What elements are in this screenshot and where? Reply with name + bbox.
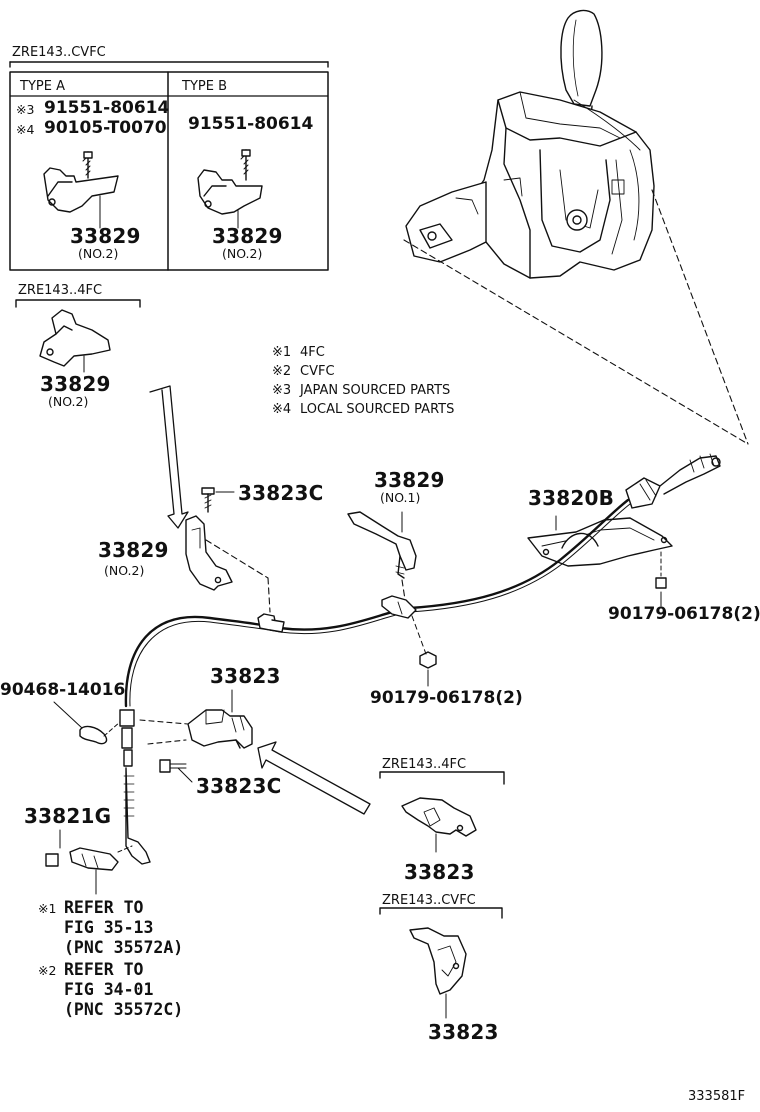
bracket-33829-type-b-drawing — [197, 149, 263, 229]
part-33829-no2-sub: (NO.2) — [104, 563, 145, 578]
part-33829-type-b-sub: (NO.2) — [222, 246, 263, 261]
note-4-mark: ※4 — [272, 402, 292, 417]
note-2-text: CVFC — [300, 364, 335, 379]
note-3-text: JAPAN SOURCED PARTS — [300, 383, 451, 398]
note-1-mark: ※1 — [272, 345, 292, 360]
part-90179-06178-center: 90179-06178(2) — [370, 688, 523, 708]
note-mark-4: ※4 — [16, 122, 35, 137]
ref-2-line2: FIG 34-01 — [64, 980, 154, 999]
ref-1-line2: FIG 35-13 — [64, 918, 154, 937]
type-b-label: TYPE B — [182, 79, 227, 94]
part-33829-4fc-sub: (NO.2) — [48, 394, 89, 409]
part-33829-type-a: 33829 — [70, 224, 141, 248]
part-33821g: 33821G — [24, 804, 112, 828]
part-33823c-lower: 33823C — [196, 774, 282, 798]
part-91551-80614-b: 91551-80614 — [188, 114, 314, 134]
figure-code: 333581F — [688, 1089, 746, 1104]
shift-plate-33820b-drawing — [527, 515, 673, 607]
bracket-33823-drawing — [139, 689, 253, 783]
part-33820b: 33820B — [528, 486, 615, 510]
part-33829-no2: 33829 — [98, 538, 169, 562]
part-33829-type-a-sub: (NO.2) — [78, 246, 119, 261]
part-91551-80614-a: 91551-80614 — [44, 98, 170, 118]
part-33823c-upper: 33823C — [238, 481, 324, 505]
variant-4fc-part: 33823 — [404, 860, 475, 884]
type-a-label: TYPE A — [20, 79, 65, 94]
part-90179-06178-right: 90179-06178(2) — [608, 604, 760, 624]
shift-cable-drawing — [45, 453, 721, 895]
variant-4fc-drawing — [379, 771, 505, 853]
ref-2-line3: (PNC 35572C) — [64, 1000, 184, 1019]
variant-4fc-title: ZRE143..4FC — [382, 757, 467, 772]
bracket-33829-4fc-drawing — [39, 309, 111, 373]
bracket-33829-no2-drawing — [185, 487, 235, 591]
part-33829-4fc: 33829 — [40, 372, 111, 396]
shifter-dashed-guides — [403, 189, 749, 445]
part-33829-no1-sub: (NO.1) — [380, 490, 421, 505]
part-90468-14016: 90468-14016 — [0, 680, 126, 700]
ref-2-mark: ※2 — [38, 963, 57, 978]
bracket-33829-type-a-drawing — [43, 151, 119, 229]
fc4-box-bracket — [15, 299, 141, 308]
ref-1-mark: ※1 — [38, 901, 57, 916]
clip-90468-drawing — [53, 701, 121, 745]
shift-lever-assembly-drawing — [405, 9, 655, 279]
part-33829-no1: 33829 — [374, 468, 445, 492]
ref-1-line3: (PNC 35572A) — [64, 938, 184, 957]
variant-cvfc-drawing — [379, 907, 503, 1019]
ref-1-line1: REFER TO — [64, 898, 144, 917]
ref-2-line1: REFER TO — [64, 960, 144, 979]
note-mark-3: ※3 — [16, 102, 35, 117]
arrow-down-to-bracket — [149, 385, 189, 529]
cvfc-box-title: ZRE143..CVFC — [12, 45, 106, 60]
note-1-text: 4FC — [300, 345, 325, 360]
cvfc-type-box — [9, 61, 329, 271]
note-2-mark: ※2 — [272, 364, 292, 379]
variant-cvfc-title: ZRE143..CVFC — [382, 893, 476, 908]
part-33829-type-b: 33829 — [212, 224, 283, 248]
part-90105-t0070: 90105-T0070 — [44, 118, 167, 138]
fc4-box-title: ZRE143..4FC — [18, 283, 103, 298]
arrow-to-bracket-33823 — [257, 741, 371, 815]
part-33823-main: 33823 — [210, 664, 281, 688]
variant-cvfc-part: 33823 — [428, 1020, 499, 1044]
note-3-mark: ※3 — [272, 383, 292, 398]
note-4-text: LOCAL SOURCED PARTS — [300, 402, 455, 417]
bracket-33829-no1-drawing — [347, 511, 417, 579]
